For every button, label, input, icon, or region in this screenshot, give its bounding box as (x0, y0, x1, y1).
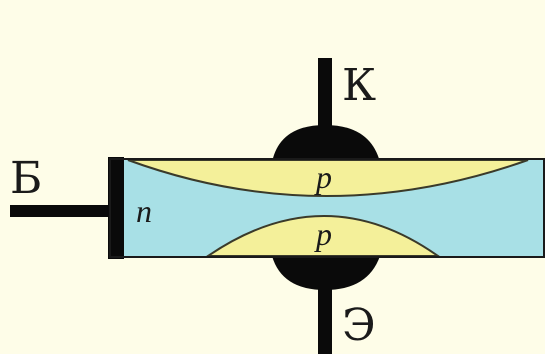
collector-lead (318, 58, 332, 138)
emitter-region-label: p (314, 216, 332, 252)
collector-p-region (127, 159, 529, 197)
collector-region-label: p (314, 159, 332, 195)
base-region-label: n (136, 193, 152, 229)
emitter-contact (272, 256, 380, 290)
base-contact-bar (108, 157, 124, 259)
emitter-lead (318, 270, 332, 354)
emitter-p-region (204, 215, 442, 257)
collector-label: К (342, 60, 376, 111)
base-region-outline (109, 158, 545, 258)
collector-contact (272, 125, 380, 162)
base-lead (10, 205, 114, 217)
base-label: Б (10, 153, 42, 204)
emitter-label: Э (342, 300, 376, 351)
